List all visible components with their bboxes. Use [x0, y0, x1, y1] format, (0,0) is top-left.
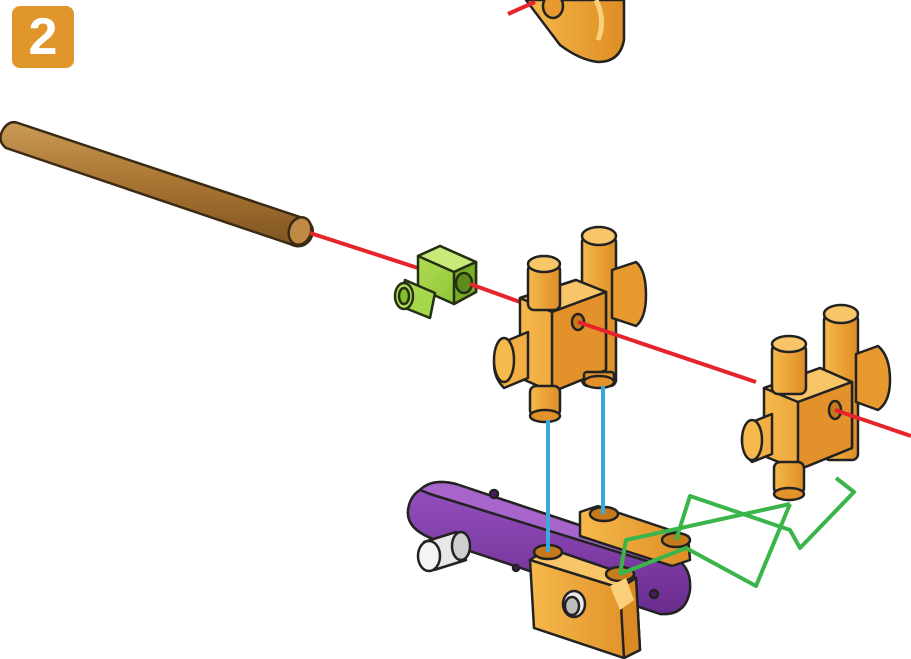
red-guide-line-1	[310, 233, 418, 268]
green-connector	[395, 246, 476, 318]
yellow-cross-connector-right	[742, 305, 890, 500]
red-guide-line-2	[470, 284, 520, 302]
silver-axle-pin	[418, 532, 470, 571]
green-guide-line-1	[676, 478, 854, 548]
top-yellow-piece	[526, 0, 624, 62]
wooden-rod	[0, 122, 314, 248]
yellow-cross-connector-left	[494, 227, 646, 422]
